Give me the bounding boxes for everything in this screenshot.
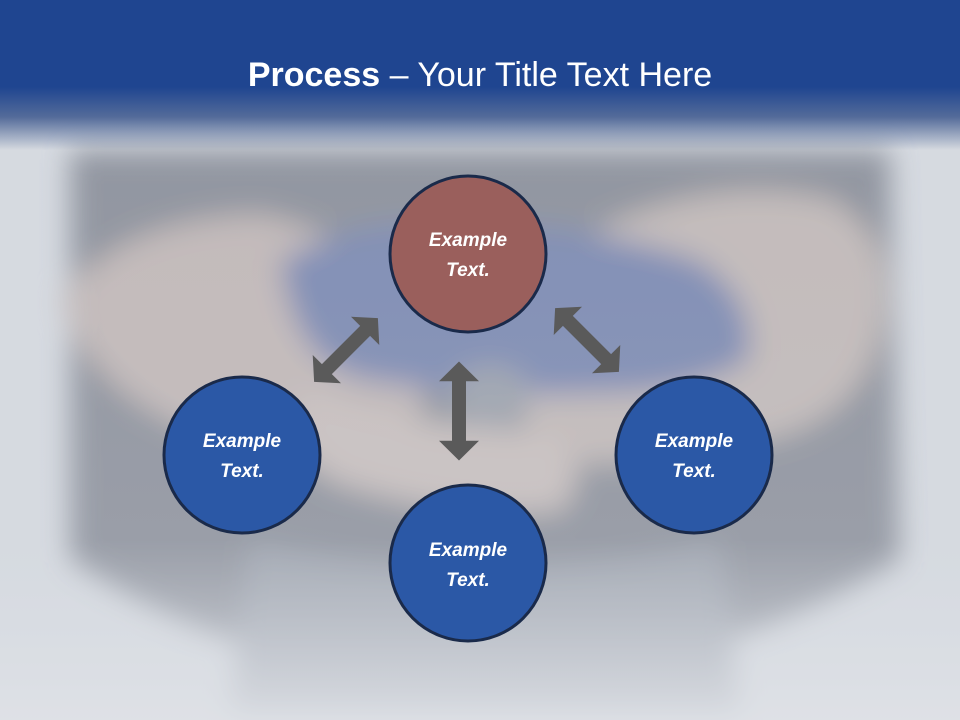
node-bottom-line1: Example bbox=[429, 540, 508, 561]
title-bar: Process – Your Title Text Here bbox=[0, 0, 960, 150]
node-left-line2: Text. bbox=[220, 461, 264, 482]
node-top-line1: Example bbox=[429, 230, 508, 251]
node-left-line1: Example bbox=[203, 431, 282, 452]
double-arrow-icon bbox=[540, 293, 634, 387]
slide-title: Process – Your Title Text Here bbox=[0, 52, 960, 98]
title-bold-part: Process bbox=[247, 56, 381, 94]
node-top-line2: Text. bbox=[446, 260, 490, 281]
title-rest-part: – Your Title Text Here bbox=[380, 56, 713, 94]
double-arrow-icon bbox=[439, 361, 479, 461]
process-node-top: Example Text. bbox=[388, 174, 548, 334]
double-arrow-icon bbox=[299, 303, 393, 397]
node-bottom-line2: Text. bbox=[446, 570, 490, 591]
node-right-line1: Example bbox=[655, 431, 734, 452]
process-node-right: Example Text. bbox=[614, 375, 774, 535]
process-node-left: Example Text. bbox=[162, 375, 322, 535]
node-right-line2: Text. bbox=[672, 461, 716, 482]
process-node-bottom: Example Text. bbox=[388, 483, 548, 643]
